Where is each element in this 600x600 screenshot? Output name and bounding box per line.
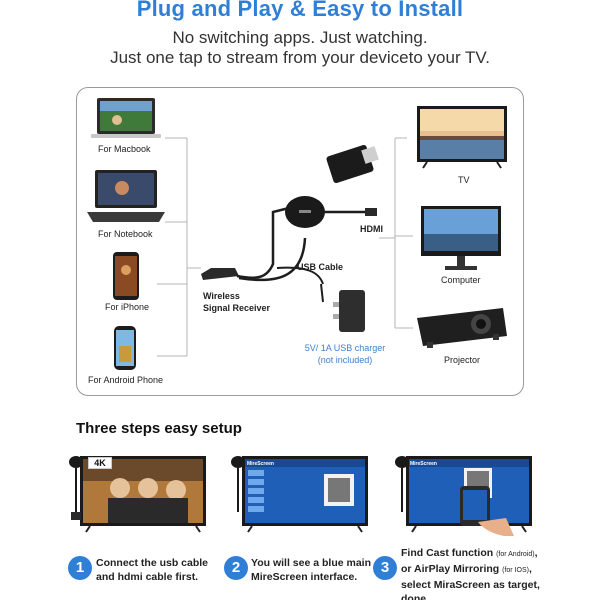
label-hdmi: HDMI	[360, 224, 383, 234]
diagram-graphics	[87, 98, 507, 370]
step-3-text: Find Cast function (for Android), or Air…	[401, 546, 540, 600]
label-charger-line-1: 5V/ 1A USB charger	[304, 343, 386, 353]
android-phone-image	[114, 326, 136, 370]
subtitle-line-1: No switching apps. Just watching.	[172, 28, 428, 47]
projector-image	[417, 308, 507, 348]
label-android: For Android Phone	[88, 375, 164, 385]
badge-4k: 4K	[88, 457, 112, 469]
hdmi-plug-image	[326, 144, 379, 184]
label-notebook: For Notebook	[98, 229, 153, 239]
connection-diagram: For Macbook For Notebook For iPhone For …	[76, 87, 524, 396]
label-macbook: For Macbook	[98, 144, 151, 154]
step-2-line-1: You will see a blue main	[251, 557, 372, 569]
steps-title: Three steps easy setup	[76, 420, 242, 437]
notebook-image	[87, 170, 165, 222]
label-usb-cable: USB Cable	[297, 262, 344, 272]
computer-monitor-image	[421, 206, 501, 270]
wireless-receiver-image	[201, 206, 324, 285]
step-2-screen-brand: MireScreen	[247, 461, 274, 467]
macbook-image	[91, 98, 161, 138]
page-title: Plug and Play & Easy to Install	[136, 0, 464, 21]
label-receiver-line-2: Signal Receiver	[203, 303, 271, 313]
step-3-line-4: done.	[401, 593, 429, 600]
step-3-line-1: Find Cast function (for Android),	[401, 547, 538, 559]
step-1-text: Connect the usb cable and hdmi cable fir…	[96, 556, 208, 584]
step-3-screen-brand: MireScreen	[410, 461, 437, 467]
step-2-image	[231, 456, 368, 533]
step-3-line-3: select MiraScreen as target,	[401, 579, 540, 591]
label-projector: Projector	[444, 355, 481, 365]
cast-dongle-image	[285, 196, 377, 228]
step-3-image	[395, 456, 532, 536]
output-connector-lines	[379, 137, 413, 329]
label-receiver-line-1: Wireless	[203, 291, 240, 301]
step-3-line-2: or AirPlay Mirroring (for IOS),	[401, 563, 532, 575]
label-tv: TV	[458, 175, 470, 185]
step-1-number: 1	[68, 556, 92, 580]
step-2-number: 2	[224, 556, 248, 580]
step-1-line-1: Connect the usb cable	[96, 557, 209, 569]
label-charger-line-2: (not included)	[317, 355, 373, 365]
tv-image	[417, 106, 507, 169]
step-1-line-2: and hdmi cable first.	[96, 571, 199, 583]
subtitle-line-2: Just one tap to stream from your devicet…	[110, 48, 490, 67]
iphone-image	[113, 252, 139, 300]
step-3-number: 3	[373, 556, 397, 580]
step-2-line-2: MireScreen interface.	[251, 571, 358, 583]
step-2-text: You will see a blue main MireScreen inte…	[251, 556, 371, 584]
usb-charger-image	[320, 283, 365, 332]
label-computer: Computer	[441, 275, 481, 285]
label-iphone: For iPhone	[105, 302, 150, 312]
source-connector-lines	[157, 137, 201, 357]
